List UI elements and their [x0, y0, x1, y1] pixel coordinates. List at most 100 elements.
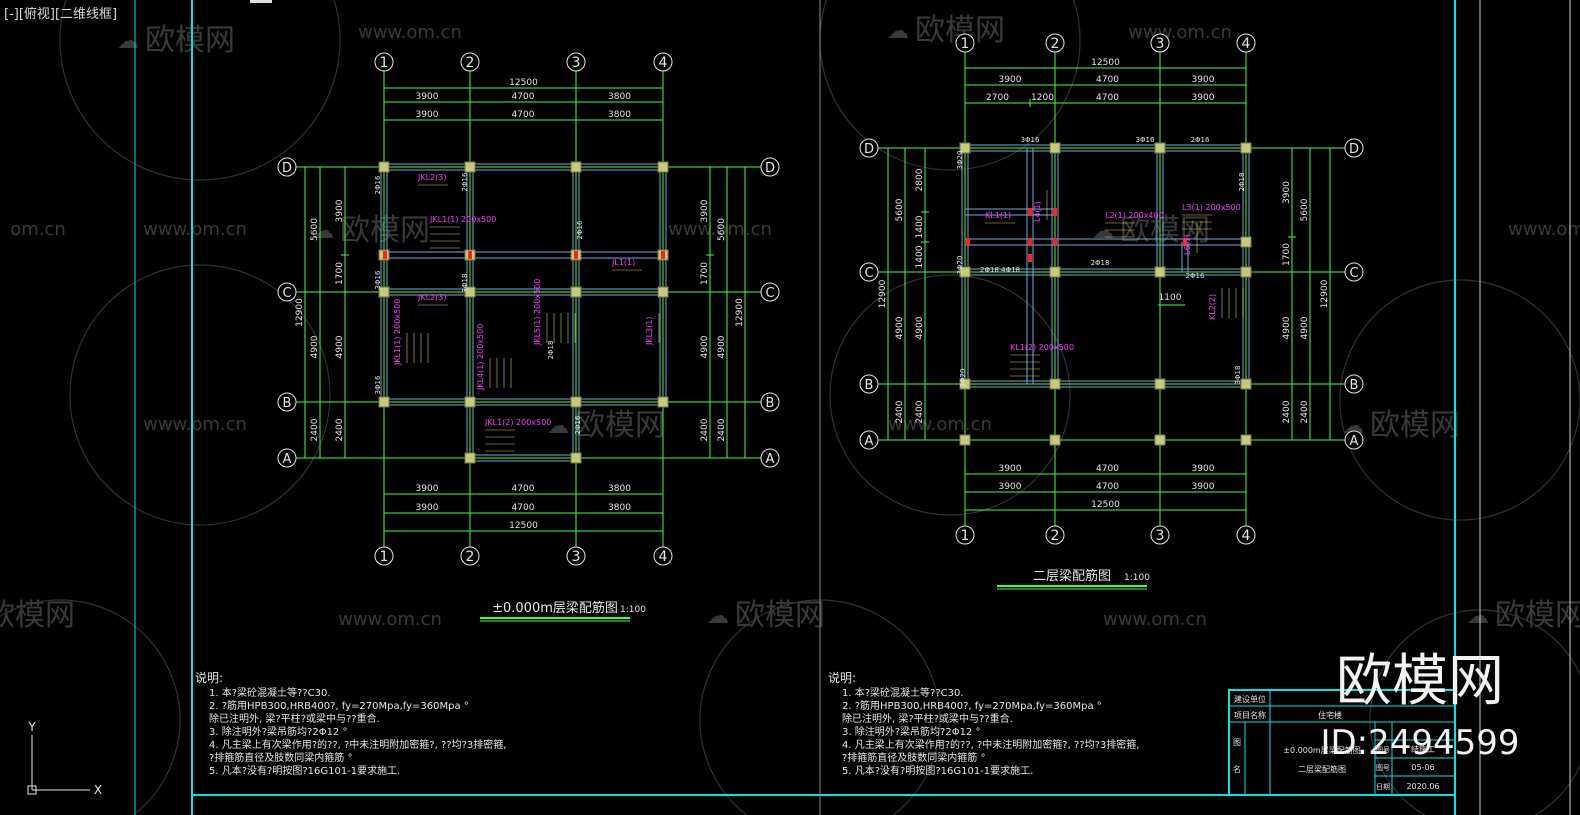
- axis-bubble-label: 3: [572, 549, 581, 565]
- axis-bubble: [1344, 138, 1364, 158]
- column: [464, 452, 476, 464]
- axis-bubble: [653, 52, 673, 72]
- axis-bubble-label: A: [283, 452, 292, 467]
- dimension-label: 3900: [1192, 75, 1215, 85]
- dimension-label: 5600: [717, 218, 727, 241]
- hanger-mark: [966, 238, 970, 246]
- watermark-brand: 欧模网: [340, 213, 430, 248]
- axis-bubble: [374, 546, 394, 566]
- column: [1240, 266, 1252, 278]
- beam-tag: KL1(1): [985, 211, 1011, 220]
- axis-bubble-label: 2: [1051, 528, 1060, 544]
- column: [464, 161, 476, 173]
- rebar-note: 3Φ16: [374, 270, 382, 289]
- axis-bubble-label: B: [1350, 378, 1359, 393]
- rebar-note: 3Φ18: [461, 274, 469, 293]
- notes-item: 4. 凡主梁上有次梁作用?的??, ?中未注明附加密箍?, ??均?3排密箍,: [842, 738, 1139, 751]
- plan-title: ±0.000m层梁配筋图: [492, 600, 618, 616]
- dimension-label: 4700: [512, 110, 535, 120]
- rebar-note: 2Φ18: [1091, 259, 1110, 267]
- column: [657, 396, 669, 408]
- hanger-mark: [1053, 208, 1057, 216]
- dimension-label: 4700: [512, 92, 535, 102]
- dimension-label: 3900: [416, 484, 439, 494]
- viewport-label[interactable]: [-][俯视][二维线框]: [4, 7, 118, 22]
- column: [570, 161, 582, 173]
- dimension-label: 3900: [416, 503, 439, 513]
- dimension-label: 2400: [717, 418, 727, 441]
- dimension-label: 1400: [915, 215, 925, 238]
- watermark-circle: [829, 274, 1071, 516]
- column: [464, 396, 476, 408]
- dimension-label: 2400: [700, 418, 710, 441]
- ucs-origin: [27, 785, 37, 795]
- notes-item: ?排箍筋直径及肢数同梁内箍筋 °: [842, 751, 986, 764]
- hanger-mark: [1028, 238, 1032, 246]
- column: [1240, 236, 1252, 248]
- beam-tag: KL2(2): [1208, 294, 1217, 320]
- axis-bubble: [760, 282, 780, 302]
- axis-bubble-label: 1: [380, 55, 389, 71]
- dimension-label: 2400: [895, 400, 905, 423]
- watermark-brand: 欧模网: [735, 598, 825, 633]
- hanger-mark: [468, 251, 472, 259]
- axis-bubble: [1045, 33, 1065, 53]
- watermark-circle: [1339, 279, 1580, 521]
- rebar-note: 3Φ16: [1136, 136, 1155, 144]
- axis-bubble-label: 2: [466, 55, 475, 71]
- dimension-label: 4700: [1096, 75, 1119, 85]
- dimension-label: 4900: [310, 335, 320, 358]
- axis-bubble-label: B: [865, 378, 874, 393]
- hanger-mark: [1028, 254, 1032, 262]
- watermark-url: www.om.cn: [338, 609, 442, 630]
- axis-bubble-label: 2: [466, 549, 475, 565]
- axis-bubble: [1150, 525, 1170, 545]
- watermark-url: www.om.cn: [1128, 22, 1232, 43]
- tb-date-value: 2020.06: [1406, 782, 1439, 791]
- rebar-note: 3Φ16: [374, 375, 382, 394]
- watermark-brand: 欧模网: [145, 23, 235, 58]
- beam-tag: JKL2(3): [417, 173, 446, 182]
- axis-bubble: [277, 392, 297, 412]
- watermark-url: www.om.cn: [143, 414, 247, 435]
- ucs-x-label: X: [94, 783, 102, 797]
- dimension-label: 12500: [509, 521, 538, 531]
- axis-bubble: [760, 448, 780, 468]
- dimension-label: 3900: [1192, 464, 1215, 474]
- axis-bubble-label: 4: [1242, 36, 1251, 52]
- notes-item: 3. 除注明外?梁吊筋均?2Φ12 °: [209, 725, 347, 738]
- beam-tag: JKL1(2) 200x500: [484, 418, 551, 427]
- tb-sheet-label: 图号: [1376, 764, 1390, 772]
- dimension-label: 4900: [915, 316, 925, 339]
- axis-bubble: [859, 138, 879, 158]
- dimension-label: 4900: [335, 335, 345, 358]
- dimension-label: 3900: [999, 464, 1022, 474]
- notes-item: 1. 本?梁砼混凝土等??C30.: [842, 686, 964, 699]
- ucs-y-label: Y: [27, 720, 36, 734]
- dimension-label: 1100: [1159, 293, 1182, 303]
- dimension-label: 3900: [416, 92, 439, 102]
- beam-tag: JKL2(3): [417, 293, 446, 302]
- axis-bubble: [277, 157, 297, 177]
- axis-bubble-label: D: [765, 161, 775, 176]
- tb-number-value: 结施工: [1411, 744, 1435, 754]
- dimension-label: 2400: [335, 418, 345, 441]
- tb-build-unit-label: 建设单位: [1234, 694, 1266, 704]
- frame-mark: [250, 0, 272, 3]
- beam-tag: L4(1): [1033, 201, 1042, 222]
- tb-drawing-value: ±0.000m层梁配筋图: [1283, 745, 1360, 755]
- watermark-url: www.om.cn: [143, 219, 247, 240]
- axis-bubble: [955, 525, 975, 545]
- notes-heading: 说明:: [195, 670, 223, 685]
- axis-bubble: [1344, 374, 1364, 394]
- dimension-label: 4900: [1300, 316, 1310, 339]
- dimension-label: 4700: [1096, 482, 1119, 492]
- dimension-label: 4900: [1282, 316, 1292, 339]
- watermark-circle: [69, 264, 331, 526]
- watermark-brand: 欧模网: [1370, 408, 1460, 443]
- column: [1049, 142, 1061, 154]
